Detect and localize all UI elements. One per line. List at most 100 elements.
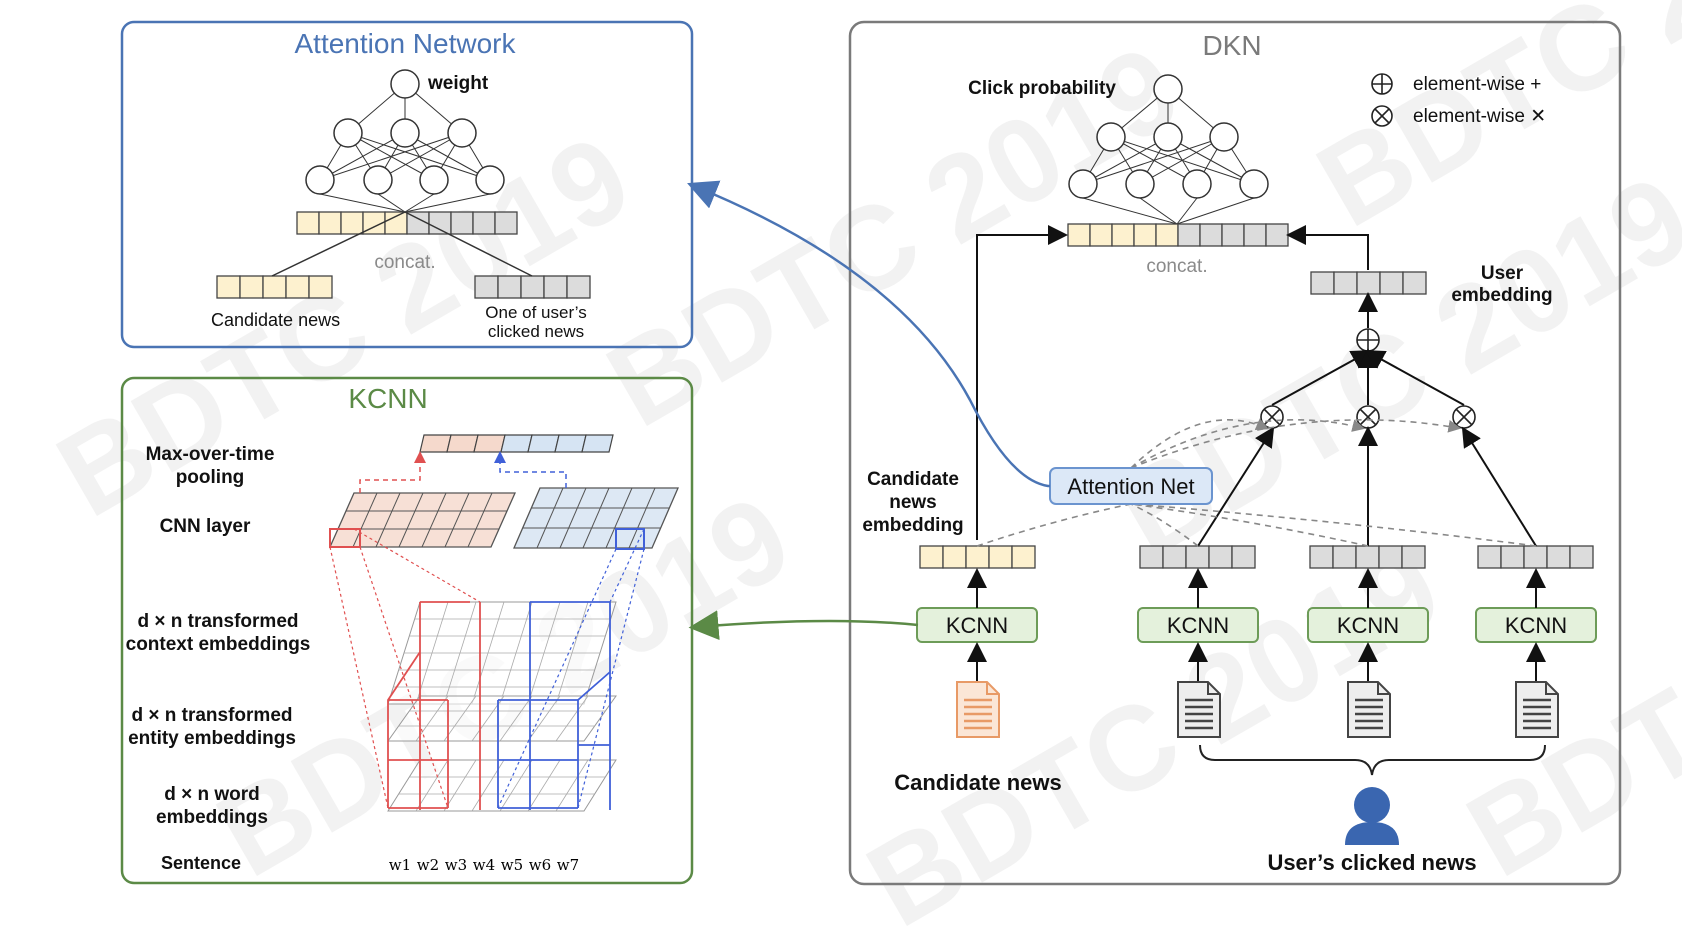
clicked-embedding-cell (1309, 545, 1334, 569)
kcnn-box[interactable]: KCNN (1475, 607, 1597, 643)
attention-mlp (305, 69, 505, 213)
click-probability-label: Click probability (968, 78, 1116, 99)
cnn-blue-grid (513, 487, 679, 549)
mlp-edge (377, 132, 463, 181)
mlp-node (1125, 169, 1155, 199)
kcnn-link-arrow (688, 610, 919, 641)
users-clicked-news-label: User’s clicked news (1267, 850, 1476, 875)
entity-plane (387, 695, 617, 742)
pooling-cell (581, 434, 614, 453)
mlp-node (447, 118, 477, 148)
attn-concat-cell (296, 211, 320, 235)
mlp-node (305, 165, 335, 195)
legend: element-wise + element-wise ✕ (1371, 73, 1546, 127)
word-emb-label-1: d × n word (164, 784, 260, 805)
dkn-concat-cell (1133, 223, 1157, 247)
attention-to-otimes-dashed (1130, 419, 1366, 469)
attention-concat-vector (296, 211, 518, 235)
clicked-embedding-cell (1569, 545, 1594, 569)
legend-plus-label: element-wise + (1413, 74, 1541, 95)
cnn-blue-grid-col (628, 487, 656, 549)
candidate-news-label: Candidate news (894, 770, 1061, 795)
cnn-blue-grid-col (559, 487, 587, 549)
cand-emb-label-1: Candidate (867, 469, 959, 490)
dkn-concat-vector (1067, 223, 1289, 247)
red-window (387, 601, 481, 810)
mlp-edge (319, 132, 463, 181)
cnn-red-grid-outline (328, 492, 517, 548)
entity-plane-col (415, 695, 449, 742)
red-pool-connector (359, 451, 426, 493)
kcnn-box[interactable]: KCNN (916, 607, 1038, 643)
mlp-node (475, 165, 505, 195)
cnn-red-highlight (329, 528, 361, 548)
word-emb-label-2: embeddings (156, 807, 268, 828)
mlp-edge (1082, 197, 1178, 225)
red-window-h (388, 601, 470, 809)
dkn-concat-cell (1155, 223, 1179, 247)
cnn-blue-grid-col (605, 487, 633, 549)
kcnn-box-label: KCNN (1505, 613, 1567, 638)
mlp-edge (377, 193, 406, 213)
clicked-embedding-cell (1500, 545, 1525, 569)
attn-concat-cell (318, 211, 342, 235)
attention-candidate-vector (216, 275, 333, 299)
cand-emb-label-3: embedding (862, 515, 963, 536)
clicked-embedding-cell (1523, 545, 1548, 569)
context-plane (387, 601, 617, 705)
entity-emb-label-1: d × n transformed (132, 705, 293, 726)
kcnn-box-label: KCNN (1167, 613, 1229, 638)
attn-click-cell (543, 275, 568, 299)
dkn-panel: DKN Click probability element-wise + ele… (848, 20, 1622, 886)
user-icon (1345, 787, 1399, 845)
attn-click-cell (474, 275, 499, 299)
entity-emb-label-2: entity embeddings (128, 728, 296, 749)
attn-click-cell (497, 275, 522, 299)
mlp-node (1096, 122, 1126, 152)
otimes-node-icon (1356, 405, 1380, 429)
word-plane-col (443, 759, 477, 812)
attention-candidate-label: Candidate news (211, 310, 340, 330)
mlp-edge (1082, 136, 1225, 185)
kcnn-box[interactable]: KCNN (1137, 607, 1259, 643)
attention-clicked-label-1: One of user’s (485, 303, 586, 322)
word-plane-col (527, 759, 561, 812)
oplus-icon (1371, 73, 1393, 95)
document-body (1177, 681, 1221, 738)
document-fold (1545, 682, 1558, 695)
clicked-embedding-cell (1401, 545, 1426, 569)
entity-plane-col (499, 695, 533, 742)
kcnn-box[interactable]: KCNN (1307, 607, 1429, 643)
candidate-embedding-cell (919, 545, 944, 569)
candidate-embedding-cell (965, 545, 990, 569)
mlp-edge (404, 193, 435, 213)
mlp-node (1239, 169, 1269, 199)
otimes-node-icon (1260, 405, 1284, 429)
pooling-label-2: pooling (176, 467, 245, 488)
kcnn-box-label: KCNN (1337, 613, 1399, 638)
sentence-word: w3 (445, 856, 467, 874)
clicked-embedding-cell (1477, 545, 1502, 569)
document-icon (1347, 681, 1391, 738)
word-plane-col (499, 759, 533, 812)
kcnn-embedding-graphics (328, 434, 679, 812)
embedding-to-otimes-arrow (1197, 426, 1275, 547)
attn-concat-cell (450, 211, 474, 235)
attention-to-otimes-dashed (1130, 419, 1462, 469)
document-body (956, 681, 1000, 738)
mlp-edge (1139, 136, 1225, 185)
mlp-node (419, 165, 449, 195)
red-proj (353, 528, 481, 603)
legend-times-label: element-wise ✕ (1413, 106, 1546, 127)
attention-network-panel: Attention Network weight concat. Candida… (120, 20, 694, 349)
otimes-to-oplus-arrow (1271, 350, 1372, 406)
pooling-cell (527, 434, 560, 453)
word-plane-col (555, 759, 589, 812)
candidate-embedding-cell (988, 545, 1013, 569)
blue-window-lines (497, 602, 611, 810)
attention-net-box[interactable]: Attention Net (1049, 467, 1213, 505)
weight-label: weight (427, 73, 489, 94)
otimes-node-icon (1452, 405, 1476, 429)
user-embedding-cell (1402, 271, 1427, 295)
